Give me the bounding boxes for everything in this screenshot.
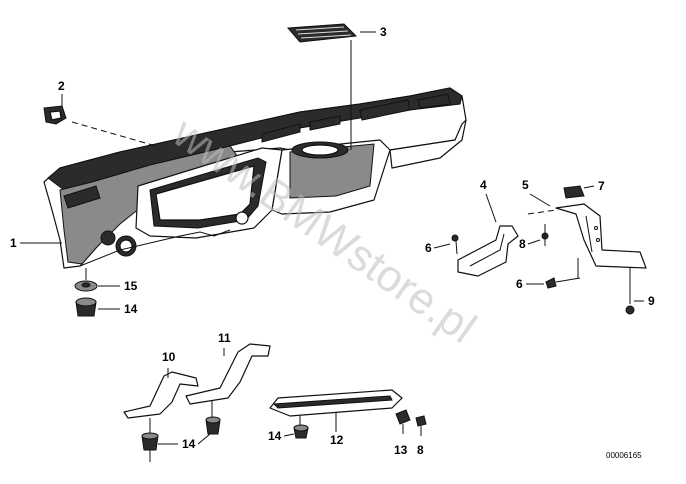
grommet-part-14-a [75, 297, 97, 317]
svg-text:11: 11 [218, 331, 231, 345]
callout-4: 4 [480, 178, 497, 223]
svg-text:13: 13 [394, 443, 408, 457]
screw-part-8-b [415, 415, 427, 436]
svg-text:2: 2 [58, 79, 65, 93]
svg-text:4: 4 [480, 178, 487, 192]
washer-part-15 [74, 280, 98, 292]
svg-text:6: 6 [516, 277, 523, 291]
svg-text:15: 15 [124, 279, 138, 293]
grommet-part-14-d [293, 416, 309, 439]
screw-part-6-b [545, 277, 581, 289]
callout-10: 10 [162, 350, 176, 364]
diagram-code: 00006165 [606, 451, 642, 460]
bracket-part-4 [457, 225, 519, 277]
dashboard-panel [43, 87, 467, 269]
svg-text:1: 1 [10, 236, 17, 250]
clip-part-7 [563, 185, 585, 199]
bracket-part-11 [185, 343, 271, 405]
callout-11: 11 [218, 331, 231, 345]
svg-text:7: 7 [598, 179, 605, 193]
grommet-part-14-c [205, 400, 221, 435]
svg-text:14: 14 [182, 437, 196, 451]
bracket-part-5 [555, 203, 647, 269]
svg-text:8: 8 [417, 443, 424, 457]
callout-6-b: 6 [516, 277, 544, 291]
svg-text:14: 14 [124, 302, 138, 316]
bracket-part-10 [123, 371, 199, 419]
svg-text:8: 8 [519, 237, 526, 251]
svg-text:10: 10 [162, 350, 176, 364]
speaker-grille-part-3 [286, 23, 358, 43]
screw-part-6-a [451, 234, 459, 255]
svg-text:9: 9 [648, 294, 655, 308]
svg-text:6: 6 [425, 241, 432, 255]
callout-12: 12 [330, 412, 344, 447]
clip-part-2 [43, 105, 67, 125]
callout-14-c: 14 [268, 429, 295, 443]
callout-2: 2 [58, 79, 65, 106]
callout-6-a: 6 [425, 241, 451, 255]
callout-15: 15 [98, 279, 138, 293]
callout-1: 1 [10, 236, 62, 250]
callout-14-b: 14 [158, 433, 211, 451]
clip-part-13 [395, 409, 411, 434]
trim-strip-part-12 [269, 389, 403, 417]
screw-part-9 [625, 268, 635, 315]
grommet-part-14-b [141, 418, 159, 462]
svg-text:3: 3 [380, 25, 387, 39]
leader-line [527, 209, 557, 215]
callout-8-b: 8 [417, 443, 424, 457]
svg-text:14: 14 [268, 429, 282, 443]
svg-text:5: 5 [522, 178, 529, 192]
callout-8-a: 8 [519, 237, 541, 251]
callout-13: 13 [394, 443, 408, 457]
callout-7: 7 [583, 179, 605, 193]
screw-part-8-a [541, 224, 549, 246]
callout-14-a: 14 [98, 302, 138, 316]
callout-3: 3 [360, 25, 387, 39]
callout-9: 9 [634, 294, 655, 308]
leader-line [71, 121, 157, 147]
callout-5: 5 [522, 178, 551, 207]
svg-text:12: 12 [330, 433, 344, 447]
